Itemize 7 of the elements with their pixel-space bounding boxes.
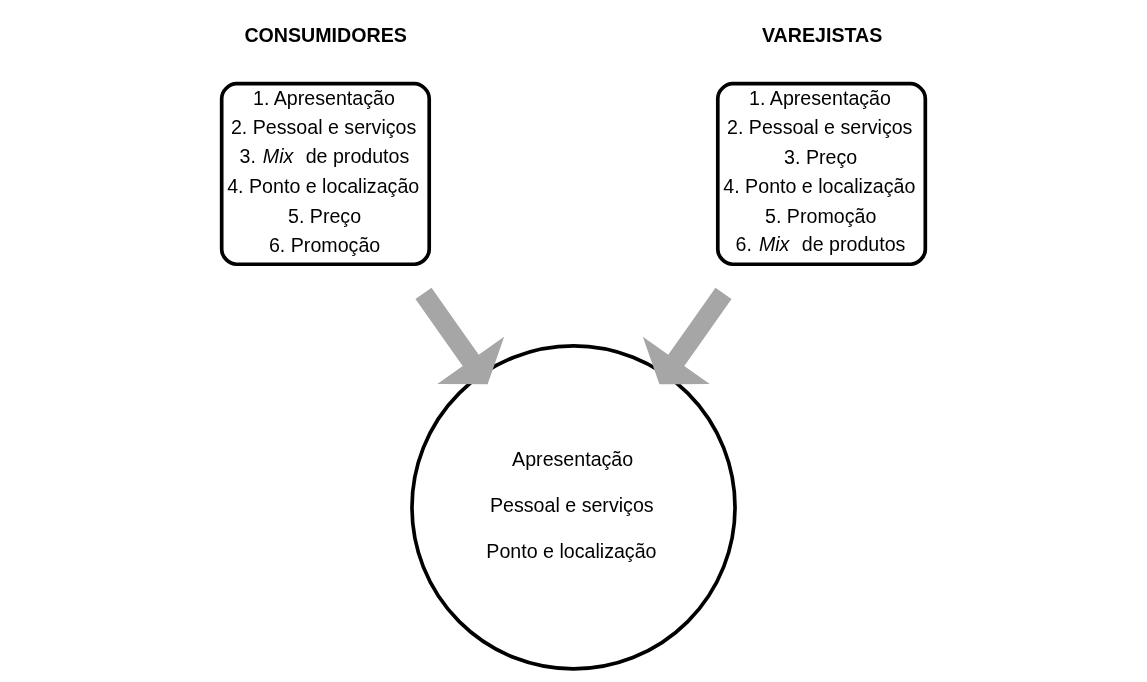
node-box: 1. Apresentação 2. Pessoal e serviços 3. Mix de produtos 4. Ponto e localização 5. Preço 6. Promoção	[219, 81, 432, 267]
arrow	[642, 287, 732, 385]
node-box: 1. Apresentação 2. Pessoal e serviços 3. Preço 4. Ponto e localização 5. Promoção 6. Mix de produtos	[715, 81, 928, 267]
node-circle: Apresentação Pessoal e serviços Ponto e localização	[410, 344, 737, 671]
node-label: CONSUMIDORES	[244, 24, 407, 47]
arrow	[415, 287, 505, 385]
node-label: VAREJISTAS	[762, 24, 883, 47]
